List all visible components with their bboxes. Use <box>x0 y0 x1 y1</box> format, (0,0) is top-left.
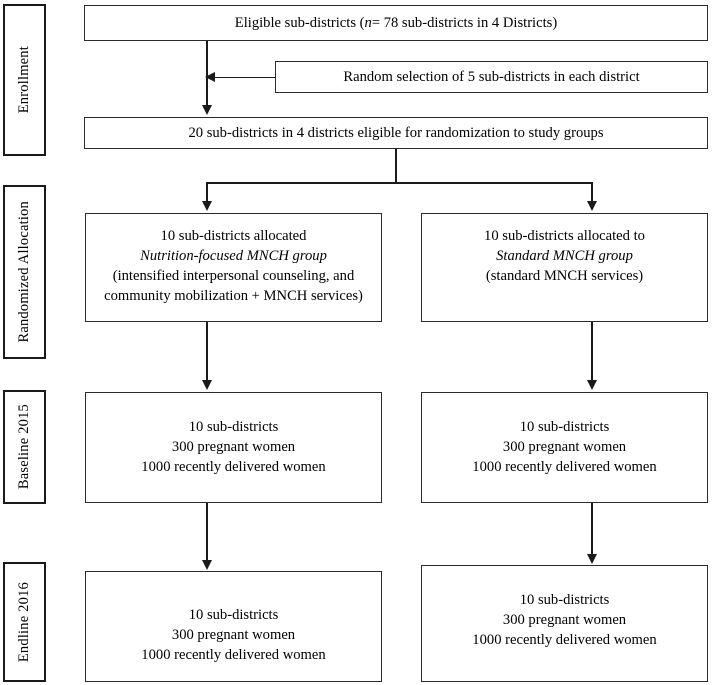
endline-left-line3: 1000 recently delivered women <box>141 647 326 664</box>
connector-split-bar <box>206 182 592 184</box>
connector-alloc-left-to-baseline <box>206 322 208 382</box>
node-randomization-pool: 20 sub-districts in 4 districts eligible… <box>84 117 708 149</box>
stage-label-baseline: Baseline 2015 <box>3 390 46 504</box>
endline-left-line2: 300 pregnant women <box>171 627 296 644</box>
arrowhead-alloc-left-to-baseline <box>201 380 212 390</box>
node-eligible-sub-districts: Eligible sub-districts (n= 78 sub-distri… <box>84 5 708 41</box>
connector-pool-stem <box>395 149 397 183</box>
arrowhead-split-left <box>201 201 212 211</box>
node-random-selection-text: Random selection of 5 sub-districts in e… <box>343 68 640 85</box>
baseline-left-line3: 1000 recently delivered women <box>141 459 326 476</box>
stage-label-randomized-allocation: Randomized Allocation <box>3 185 46 359</box>
node-baseline-control: 10 sub-districts 300 pregnant women 1000… <box>421 392 708 503</box>
eligible-text-prefix: Eligible sub-districts ( <box>234 14 365 31</box>
connector-split-left-drop <box>206 182 208 203</box>
arrowhead-baseline-right-to-endline <box>586 554 597 564</box>
eligible-italic-n: n <box>364 14 372 31</box>
node-endline-intervention: 10 sub-districts 300 pregnant women 1000… <box>85 571 382 682</box>
stage-label-endline-text: Endline 2016 <box>16 581 33 663</box>
baseline-right-line1: 10 sub-districts <box>519 419 610 435</box>
stage-label-endline: Endline 2016 <box>3 562 46 682</box>
connector-baseline-left-to-endline <box>206 503 208 563</box>
stage-label-randomized-allocation-text: Randomized Allocation <box>16 201 33 343</box>
endline-right-line2: 300 pregnant women <box>502 612 627 629</box>
arrowhead-eligible-to-pool <box>201 105 212 115</box>
connector-baseline-right-to-endline <box>591 503 593 558</box>
node-random-selection: Random selection of 5 sub-districts in e… <box>275 61 708 93</box>
endline-left-line1: 10 sub-districts <box>188 607 279 623</box>
alloc-right-line2: Standard MNCH group <box>496 248 633 265</box>
baseline-left-line2: 300 pregnant women <box>171 439 296 456</box>
node-randomization-pool-text: 20 sub-districts in 4 districts eligible… <box>188 124 604 141</box>
node-eligible-text: Eligible sub-districts (n= 78 sub-distri… <box>91 13 701 33</box>
arrowhead-split-right <box>586 201 597 211</box>
eligible-text-suffix: = 78 sub-districts in 4 Districts) <box>371 14 558 31</box>
alloc-left-line2: Nutrition-focused MNCH group <box>140 248 327 265</box>
endline-right-line3: 1000 recently delivered women <box>472 632 657 649</box>
alloc-right-line3: (standard MNCH services) <box>485 268 644 285</box>
baseline-right-line2: 300 pregnant women <box>502 439 627 456</box>
stage-label-enrollment-text: Enrollment <box>16 46 33 114</box>
arrowhead-baseline-left-to-endline <box>201 560 212 570</box>
node-baseline-intervention: 10 sub-districts 300 pregnant women 1000… <box>85 392 382 503</box>
connector-random-selection-to-main <box>213 76 275 79</box>
node-allocation-intervention: 10 sub-districts allocated Nutrition-foc… <box>85 213 382 322</box>
connector-split-right-drop <box>591 182 593 203</box>
endline-right-line1: 10 sub-districts <box>519 592 610 608</box>
alloc-left-line4: community mobilization + MNCH services) <box>104 288 363 305</box>
stage-label-enrollment: Enrollment <box>3 4 46 156</box>
alloc-left-line1: 10 sub-districts allocated <box>160 228 307 244</box>
arrowhead-alloc-right-to-baseline <box>586 380 597 390</box>
arrowhead-random-selection <box>205 72 215 82</box>
node-endline-control: 10 sub-districts 300 pregnant women 1000… <box>421 565 708 682</box>
alloc-right-line1: 10 sub-districts allocated to <box>484 228 645 244</box>
baseline-left-line1: 10 sub-districts <box>188 419 279 435</box>
baseline-right-line3: 1000 recently delivered women <box>472 459 657 476</box>
node-allocation-control: 10 sub-districts allocated to Standard M… <box>421 213 708 322</box>
connector-alloc-right-to-baseline <box>591 322 593 382</box>
stage-label-baseline-text: Baseline 2015 <box>16 404 33 490</box>
alloc-left-line3: (intensified interpersonal counseling, a… <box>112 268 355 285</box>
